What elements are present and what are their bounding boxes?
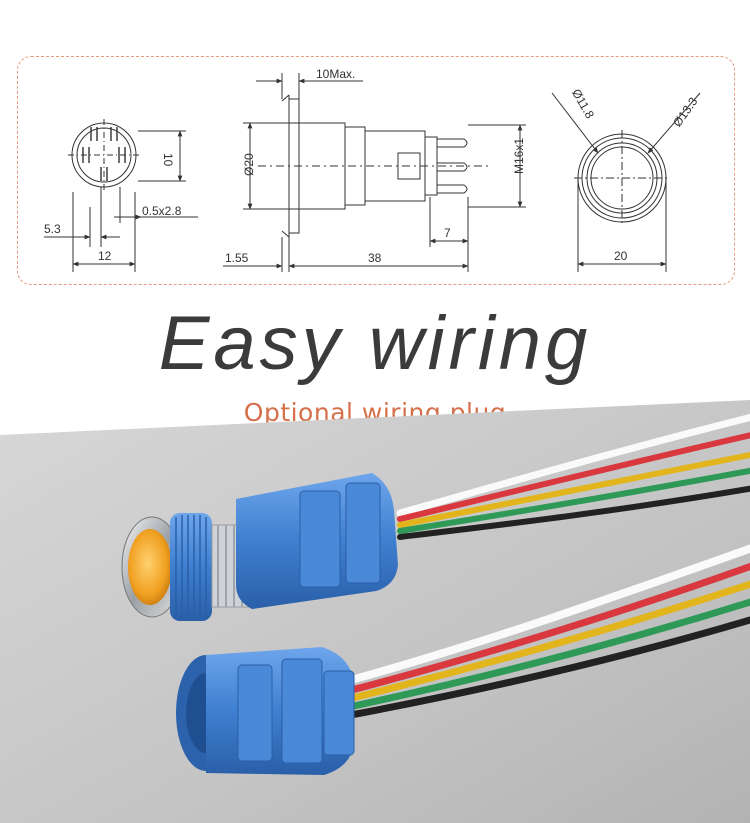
upper-cable-bundle	[396, 413, 750, 540]
side-view	[223, 73, 526, 272]
rear-width-label: 20	[614, 249, 628, 263]
side-length-label: 38	[368, 251, 382, 265]
product-photo	[0, 400, 750, 823]
front-view	[44, 119, 198, 272]
front-offset-label: 5.3	[44, 222, 61, 236]
standalone-wiring-plug	[176, 647, 355, 775]
dimension-drawing: 10 0.5x2.8 5.3 12 10Max. Ø20 M16x1 7 1.5…	[44, 67, 701, 272]
switch-with-plug	[121, 473, 398, 621]
headline: Easy wiring	[158, 301, 592, 386]
front-height-label: 10	[161, 153, 175, 167]
lamp-lens	[128, 529, 172, 605]
front-pin-label: 0.5x2.8	[142, 204, 182, 218]
technical-drawing-panel: 10 0.5x2.8 5.3 12 10Max. Ø20 M16x1 7 1.5…	[17, 56, 735, 285]
side-thread-label: M16x1	[512, 138, 526, 174]
side-flange-label: 10Max.	[316, 67, 355, 81]
side-flange-thickness-label: 1.55	[225, 251, 249, 265]
rear-view	[551, 92, 701, 272]
lower-cable-bundle	[336, 544, 750, 721]
front-width-label: 12	[98, 249, 112, 263]
rear-inner-diameter-label: Ø11.8	[569, 86, 597, 121]
rear-outer-diameter-label: Ø13.3	[670, 94, 700, 129]
side-diameter-label: Ø20	[242, 153, 256, 176]
side-pin-length-label: 7	[444, 226, 451, 240]
